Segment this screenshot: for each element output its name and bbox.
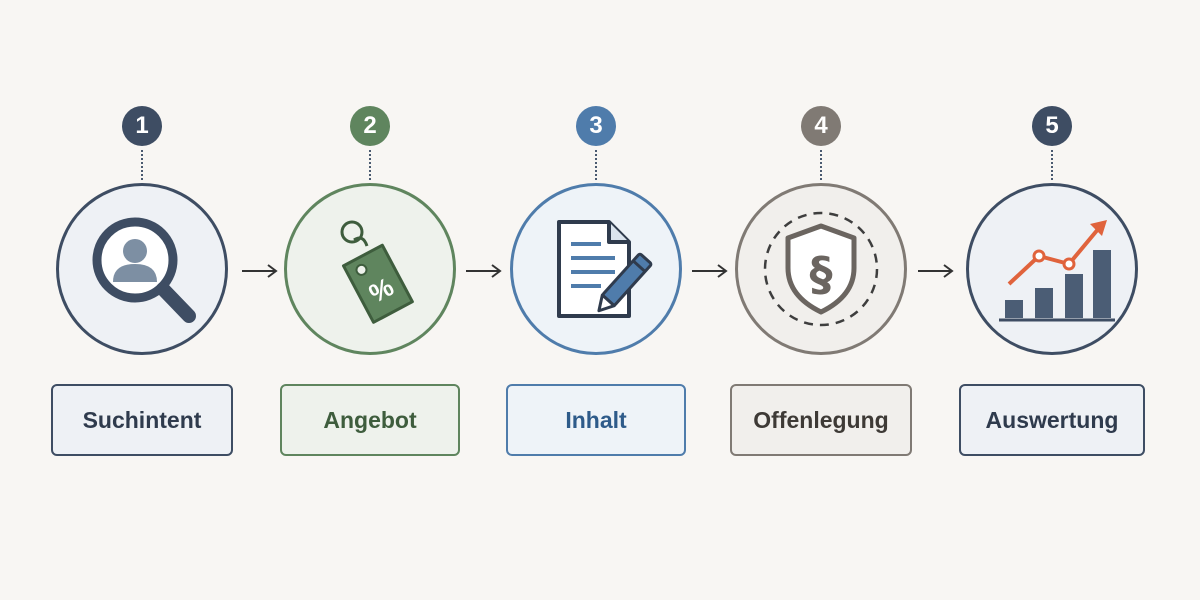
step-5-number-badge: 5: [1032, 106, 1072, 146]
svg-text:§: §: [810, 247, 833, 301]
step-4-label: Offenlegung: [730, 384, 912, 456]
connector-dots: [369, 150, 371, 180]
step-5-label: Auswertung: [959, 384, 1145, 456]
step-5-icon-circle: [966, 183, 1138, 355]
step-3: 3 Inhalt: [481, 0, 711, 600]
step-2-label: Angebot: [280, 384, 460, 456]
arrow-right-icon: [916, 262, 956, 280]
step-4-number-badge: 4: [801, 106, 841, 146]
price-tag-percent-icon: %: [340, 220, 414, 324]
connector-dots: [141, 150, 143, 180]
step-3-number-badge: 3: [576, 106, 616, 146]
step-2: 2 % Angebot: [255, 0, 485, 600]
step-2-number-badge: 2: [350, 106, 390, 146]
connector-dots: [820, 150, 822, 180]
arrow-right-icon: [464, 262, 504, 280]
arrow-right-icon: [690, 262, 730, 280]
step-1: 1 Suchintent: [27, 0, 257, 600]
search-person-icon: [92, 217, 196, 323]
step-1-number-badge: 1: [122, 106, 162, 146]
step-4: 4 § Offenlegung: [706, 0, 936, 600]
step-5: 5 Auswertung: [937, 0, 1167, 600]
connector-dots: [1051, 150, 1053, 180]
arrow-right-icon: [240, 262, 280, 280]
step-4-icon-circle: §: [735, 183, 907, 355]
step-2-icon-circle: %: [284, 183, 456, 355]
step-3-label: Inhalt: [506, 384, 686, 456]
bar-chart-trend-icon: [999, 220, 1115, 322]
step-1-icon-circle: [56, 183, 228, 355]
shield-paragraph-icon: §: [763, 211, 879, 327]
step-1-label: Suchintent: [51, 384, 233, 456]
connector-dots: [595, 150, 597, 180]
step-3-icon-circle: [510, 183, 682, 355]
document-pen-icon: [557, 220, 653, 318]
